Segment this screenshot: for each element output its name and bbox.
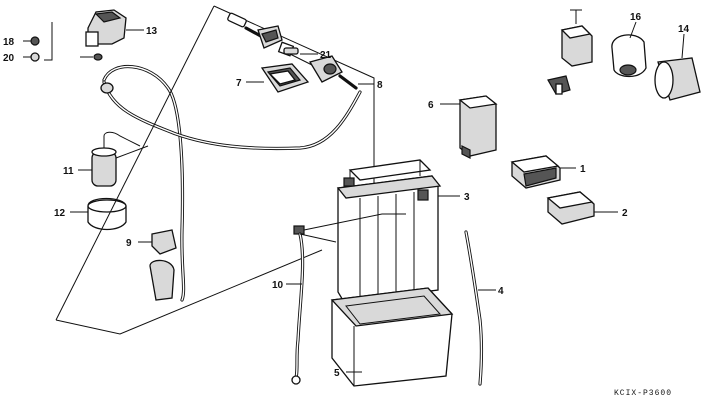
label-11: 11 — [63, 166, 74, 177]
label-1: 1 — [580, 164, 586, 175]
label-5: 5 — [334, 368, 340, 379]
label-13: 13 — [146, 26, 158, 37]
starter-relay-unit — [547, 9, 593, 95]
part-9-clip: 9 — [126, 229, 177, 301]
part-16-bracket: 16 — [611, 12, 647, 78]
part-5-battery-case: 5 — [330, 287, 454, 387]
label-7: 7 — [236, 78, 242, 89]
label-12: 12 — [54, 208, 66, 219]
part-2-cover: 2 — [546, 191, 628, 225]
main-wire-harness-left — [100, 65, 362, 302]
label-16: 16 — [630, 12, 642, 23]
part-3-battery: 3 — [336, 159, 470, 303]
part-6-relay: 6 — [428, 95, 498, 159]
label-4: 4 — [498, 286, 504, 297]
catalog-code: KCIX-P3600 — [614, 389, 672, 398]
label-18: 18 — [3, 37, 15, 48]
part-10-ground-cable: 10 — [272, 213, 406, 385]
part-18-20-group: 18 20 — [3, 22, 53, 64]
part-12-clamp: 12 — [54, 197, 127, 231]
part-14-case: 14 — [654, 24, 701, 101]
label-20: 20 — [3, 53, 15, 64]
label-2: 2 — [622, 208, 628, 219]
label-8: 8 — [377, 80, 383, 91]
part-11-condenser: 11 — [63, 131, 149, 187]
label-21: 21 — [320, 50, 332, 61]
label-10: 10 — [272, 280, 284, 291]
label-9: 9 — [126, 238, 132, 249]
label-3: 3 — [464, 192, 470, 203]
part-21-fuse: 21 — [283, 47, 332, 61]
part-4-breather-tube: 4 — [464, 230, 504, 386]
part-13-regulator: 13 — [80, 9, 158, 61]
label-14: 14 — [678, 24, 690, 35]
part-1-box: 1 — [510, 155, 586, 189]
label-6: 6 — [428, 100, 434, 111]
part-7-fuse-box: 7 — [236, 63, 310, 93]
